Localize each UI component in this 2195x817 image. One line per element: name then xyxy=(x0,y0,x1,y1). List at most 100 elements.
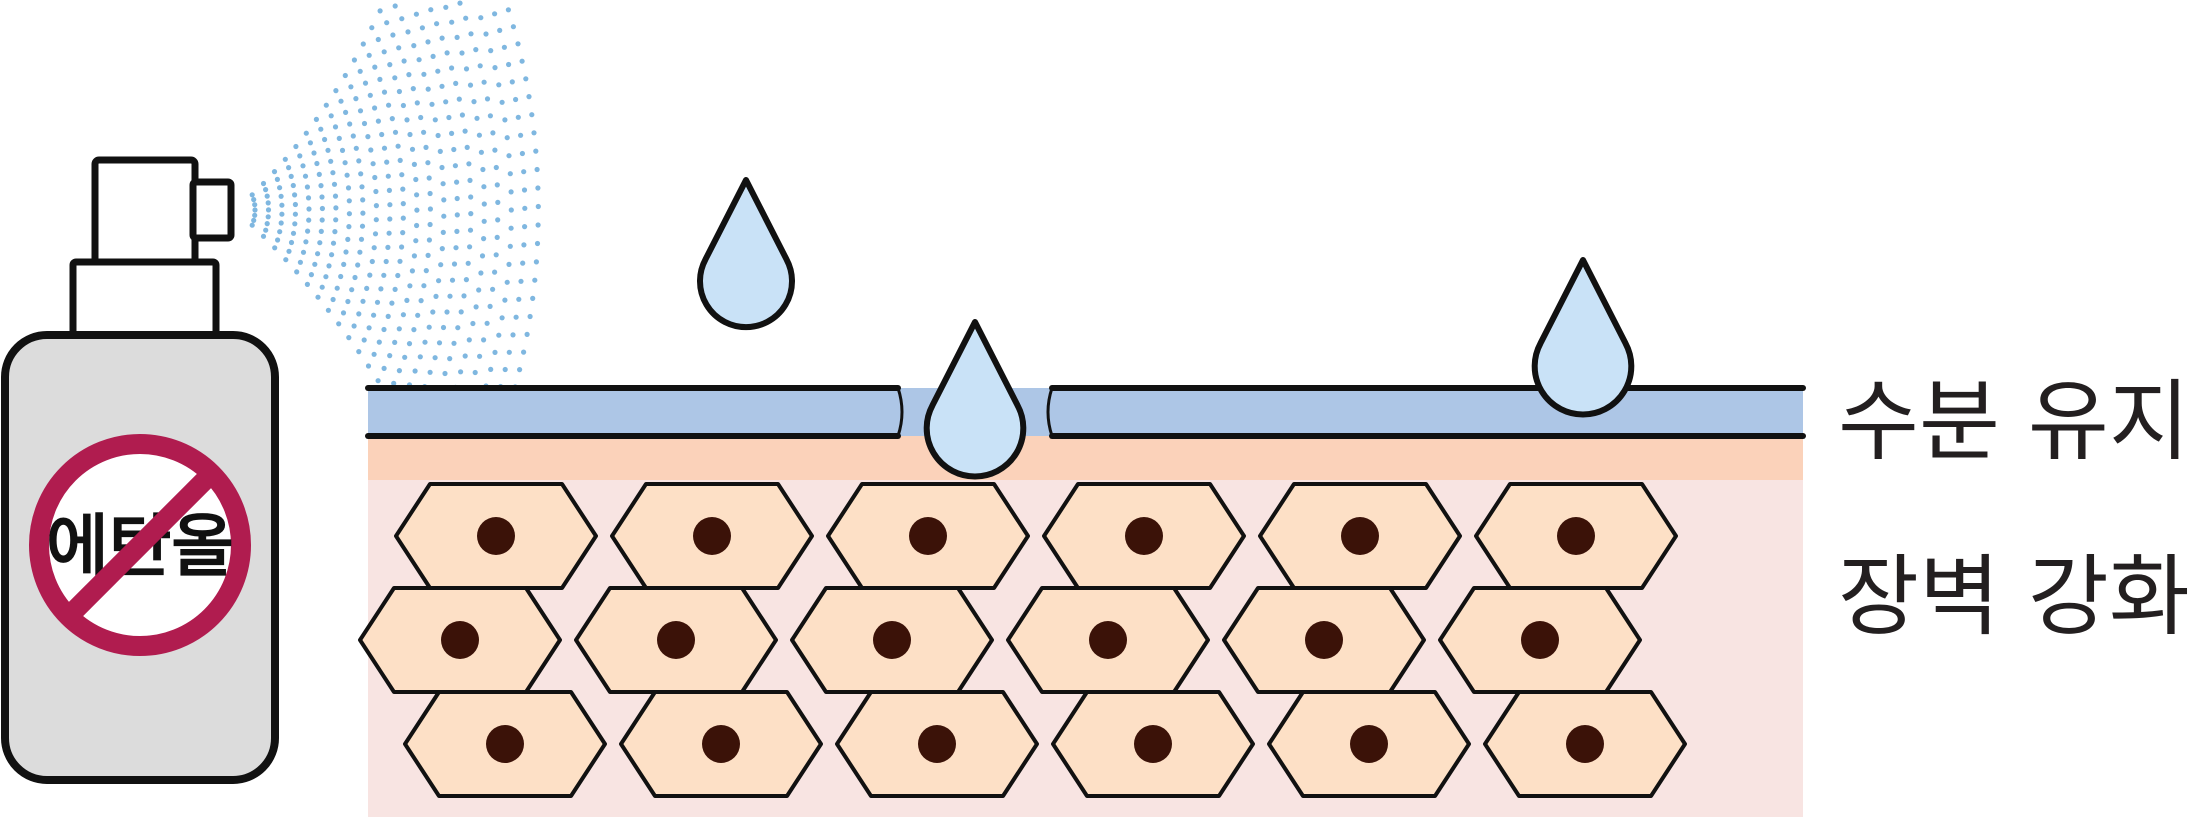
mist-dot xyxy=(365,134,371,140)
mist-dot xyxy=(477,353,483,359)
mist-dot xyxy=(251,197,257,203)
mist-dot xyxy=(427,190,433,197)
mist-dot xyxy=(384,20,390,26)
barrier-label: 장벽 강화 xyxy=(1838,545,2190,648)
mist-dot xyxy=(419,25,425,31)
mist-dot xyxy=(392,129,399,135)
mist-dot xyxy=(338,98,344,104)
mist-dot xyxy=(426,175,432,181)
mist-dot xyxy=(358,236,365,242)
mist-dot xyxy=(422,339,428,345)
mist-dot xyxy=(444,309,450,315)
mist-dot xyxy=(505,7,511,13)
mist-dot xyxy=(409,146,416,152)
mist-dot xyxy=(521,242,527,248)
mist-dot xyxy=(312,261,318,267)
mist-dot xyxy=(340,310,347,316)
mist-dot xyxy=(400,312,406,318)
mist-dot xyxy=(414,222,420,229)
mist-dot xyxy=(264,221,270,227)
mist-dot xyxy=(430,53,436,60)
mist-dot xyxy=(451,261,458,267)
mist-dot xyxy=(414,100,420,106)
mist-dot xyxy=(470,320,476,327)
mist-dot xyxy=(425,39,431,45)
mist-dot xyxy=(513,96,519,103)
mist-dot xyxy=(413,11,419,17)
water-droplet xyxy=(1531,257,1635,418)
mist-dot xyxy=(481,184,487,190)
mist-dot xyxy=(454,195,460,202)
mist-dot xyxy=(263,187,269,193)
mist-dot xyxy=(442,370,448,377)
mist-dot xyxy=(381,49,387,55)
mist-dot xyxy=(392,75,398,81)
mist-dot xyxy=(272,245,278,251)
mist-dot xyxy=(444,50,450,56)
mist-dot xyxy=(365,363,372,369)
mist-dot xyxy=(367,92,373,98)
mist-dot xyxy=(509,79,515,85)
spray-nozzle xyxy=(91,156,235,272)
mist-dot xyxy=(434,21,440,27)
mist-dot xyxy=(508,189,514,195)
mist-dot xyxy=(507,243,513,249)
mist-dot xyxy=(533,148,539,154)
mist-dot xyxy=(515,114,521,120)
upper-skin-layer xyxy=(368,435,1803,480)
mist-dot xyxy=(421,283,427,289)
mist-dot xyxy=(260,180,267,187)
mist-dot xyxy=(372,231,379,237)
mist-dot xyxy=(347,121,353,127)
mist-dot xyxy=(440,229,446,235)
mist-dot xyxy=(387,62,393,68)
mist-dot xyxy=(439,35,445,41)
mist-dot xyxy=(400,215,406,221)
mist-dot xyxy=(368,147,374,153)
mist-dot xyxy=(360,197,366,203)
mist-dot xyxy=(297,259,303,265)
mist-dot xyxy=(385,313,391,319)
mist-dot xyxy=(451,146,457,153)
mist-dot xyxy=(288,239,295,246)
mist-dot xyxy=(535,203,541,210)
mist-dot xyxy=(443,99,449,105)
mist-dot xyxy=(490,130,496,136)
mist-dot xyxy=(454,34,460,41)
cell-nucleus xyxy=(702,725,740,763)
mist-dot xyxy=(411,161,417,167)
mist-dot xyxy=(523,76,529,82)
mist-dot xyxy=(364,285,370,291)
mist-dot xyxy=(456,96,462,102)
cell-nucleus xyxy=(1341,517,1379,555)
mist-dot xyxy=(426,324,432,330)
cell-nucleus xyxy=(1089,621,1127,659)
skin-cells xyxy=(358,482,1687,798)
cell-nucleus xyxy=(873,621,911,659)
mist-dot xyxy=(425,86,431,92)
mist-dot xyxy=(535,222,541,228)
mist-dot xyxy=(439,246,445,252)
mist-dot xyxy=(436,278,442,284)
mist-dot xyxy=(387,216,393,222)
mist-dot xyxy=(260,233,267,239)
mist-dot xyxy=(462,353,468,359)
mist-dot xyxy=(303,130,309,136)
mist-dot xyxy=(396,326,402,332)
mist-dot xyxy=(386,102,392,108)
mist-dot xyxy=(343,109,349,115)
mist-dot xyxy=(282,156,288,162)
mist-dot xyxy=(373,203,379,209)
mist-dot xyxy=(396,45,402,51)
barrier-outline xyxy=(365,385,1806,439)
mist-dot xyxy=(386,230,392,236)
mist-dot xyxy=(341,261,347,267)
mist-dot xyxy=(466,337,472,343)
cell-nucleus xyxy=(1566,725,1604,763)
mist-dot xyxy=(458,369,464,375)
mist-dot xyxy=(487,303,493,309)
mist-dot xyxy=(418,298,424,304)
mist-dot xyxy=(279,202,285,208)
mist-dot xyxy=(499,99,505,105)
mist-dot xyxy=(439,83,445,89)
